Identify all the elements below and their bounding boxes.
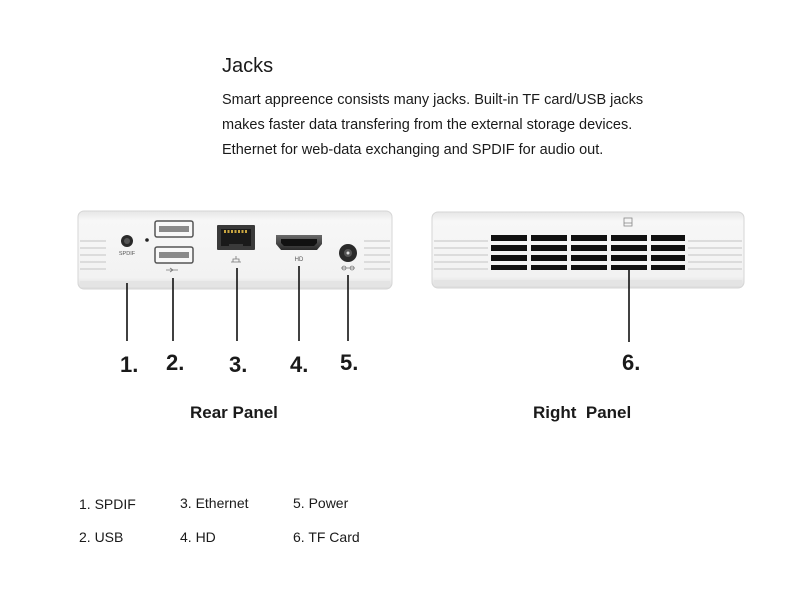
section-description: Smart appreence consists many jacks. Bui… [222, 88, 782, 163]
legend-item-tf-card: 6. TF Card [293, 529, 360, 545]
rear-panel-device: SPDIF HD [77, 210, 393, 341]
callout-number-ethernet: 3. [229, 352, 248, 377]
right-panel-device [431, 211, 745, 342]
spdif-port-icon [121, 235, 149, 247]
legend-item-usb: 2. USB [79, 529, 124, 545]
legend-item-hd: 4. HD [180, 529, 216, 545]
usb-port-icon [154, 220, 194, 273]
rear-right-vent-icon [364, 240, 390, 270]
right-side-vents-icon [434, 240, 742, 270]
section-title: Jacks [222, 55, 274, 77]
callout-number-power: 5. [340, 350, 359, 375]
right-panel-label: Right Panel [533, 403, 632, 422]
rear-leader-lines [126, 266, 349, 341]
description-line: Ethernet for web-data exchanging and SPD… [222, 142, 604, 158]
callout-number-hd: 4. [290, 352, 309, 377]
callout-number-usb: 2. [166, 350, 185, 375]
hd-port-label: HD [295, 257, 304, 263]
callout-number-spdif: 1. [120, 352, 139, 377]
callout-number-tf-card: 6. [622, 350, 641, 375]
vent-grid-icon [491, 235, 685, 270]
rear-panel-label: Rear Panel [190, 403, 278, 422]
legend-item-spdif: 1. SPDIF [79, 496, 136, 512]
hdmi-port-icon [276, 235, 322, 250]
rear-left-vent-icon [80, 240, 106, 270]
spdif-port-label: SPDIF [119, 251, 136, 257]
legend-item-power: 5. Power [293, 495, 349, 511]
legend-item-ethernet: 3. Ethernet [180, 495, 249, 511]
power-port-icon [339, 244, 357, 271]
description-line: makes faster data transfering from the e… [222, 117, 633, 133]
tf-card-slot-icon [623, 217, 633, 227]
description-line: Smart appreence consists many jacks. Bui… [222, 92, 644, 108]
ethernet-port-icon [217, 225, 255, 263]
